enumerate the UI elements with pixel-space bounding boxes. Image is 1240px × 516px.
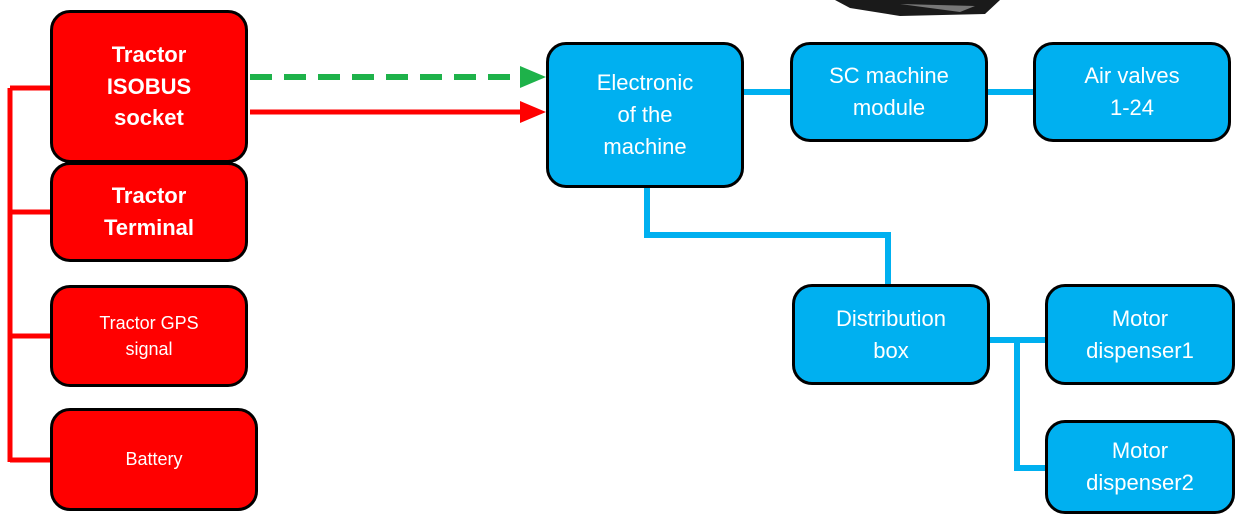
sc-machine-module-box: SC machine module [790,42,988,142]
tractor-gps-signal-box: Tractor GPS signal [50,285,248,387]
motor-dispenser2-box: Motor dispenser2 [1045,420,1235,514]
power-bus-lines [7,85,50,463]
motor-dispenser1-box: Motor dispenser1 [1045,284,1235,385]
red-arrow [250,101,546,123]
device-image [835,0,1000,16]
green-dashed-arrow [250,66,546,88]
tractor-terminal-box: Tractor Terminal [50,162,248,262]
electronic-of-the-machine-box: Electronic of the machine [546,42,744,188]
battery-box: Battery [50,408,258,511]
machine-connector-lines [644,89,1045,471]
air-valves-box: Air valves 1-24 [1033,42,1231,142]
tractor-isobus-socket-box: Tractor ISOBUS socket [50,10,248,163]
distribution-box: Distribution box [792,284,990,385]
